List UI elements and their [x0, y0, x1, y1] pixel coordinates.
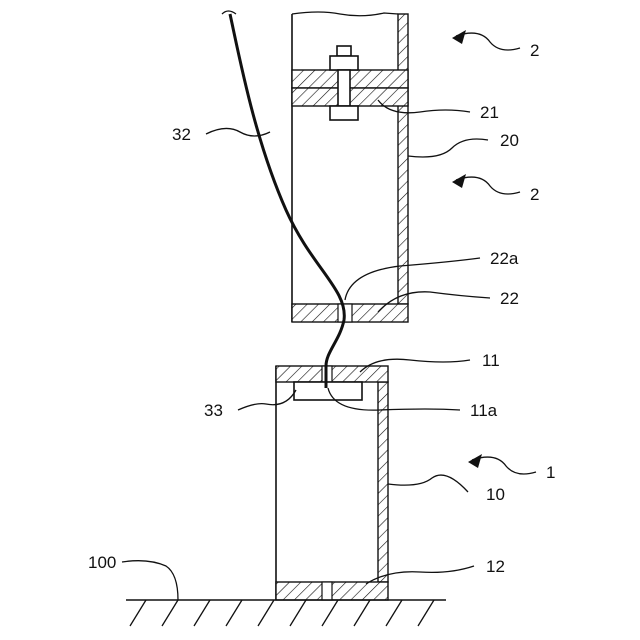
lower-right-wall-10	[378, 382, 388, 582]
leader-100	[122, 561, 178, 600]
label-32: 32	[172, 125, 191, 144]
leader-1	[472, 457, 536, 474]
bolt-nut-top	[337, 46, 351, 56]
bolt-shank	[338, 70, 350, 106]
label-1: 1	[546, 463, 555, 482]
wire-32-end-mark	[222, 11, 236, 14]
ground-hatch	[130, 600, 434, 626]
label-2-mid: 2	[530, 185, 539, 204]
leader-32	[206, 128, 270, 136]
bolt-head-bottom	[330, 106, 358, 120]
arrowhead-2-mid	[452, 174, 466, 188]
plate-12-hole	[322, 582, 332, 600]
label-10: 10	[486, 485, 505, 504]
lower-module	[276, 366, 388, 600]
leader-10	[388, 475, 468, 492]
arrowhead-2-top	[452, 30, 466, 44]
ground-100	[126, 600, 446, 626]
label-22: 22	[500, 289, 519, 308]
label-22a: 22a	[490, 249, 519, 268]
leader-2-top	[456, 33, 520, 50]
label-2-top: 2	[530, 41, 539, 60]
arrowhead-1	[468, 454, 482, 468]
upper-break-line	[292, 12, 398, 16]
label-33: 33	[204, 401, 223, 420]
part-33	[294, 382, 362, 400]
label-12: 12	[486, 557, 505, 576]
label-100: 100	[88, 553, 116, 572]
upper-right-wall-20	[398, 14, 408, 304]
leader-2-mid	[456, 177, 520, 194]
label-11a: 11a	[470, 401, 498, 420]
label-21: 21	[480, 103, 499, 122]
bolt-washer-top	[330, 56, 358, 70]
leader-22a	[345, 258, 480, 300]
leader-20	[408, 139, 488, 157]
leader-33	[238, 390, 296, 410]
label-20: 20	[500, 131, 519, 150]
label-11: 11	[482, 351, 500, 370]
